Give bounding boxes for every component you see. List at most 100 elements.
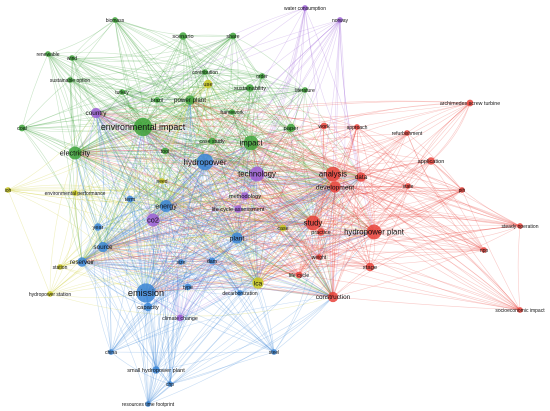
node-data[interactable] [356, 172, 366, 182]
node-use[interactable] [203, 79, 213, 89]
node-pih[interactable] [459, 187, 465, 193]
edge-electricity-lca [74, 152, 259, 284]
node-energy[interactable] [159, 199, 173, 213]
node-hydropower-plant[interactable] [366, 224, 382, 240]
edge-coal-scenario [21, 35, 184, 129]
edge-archimedes-screw-turbine-plant [236, 102, 471, 239]
node-stage[interactable] [365, 262, 375, 272]
node-ioh[interactable] [5, 187, 11, 193]
edge-year-development [97, 183, 336, 228]
node-need[interactable] [159, 178, 165, 184]
node-contribution[interactable] [202, 69, 208, 75]
node-literature[interactable] [302, 87, 308, 93]
node-impact[interactable] [243, 135, 259, 151]
node-life-cycle[interactable] [295, 271, 303, 279]
edge-dam-reservoir [81, 260, 213, 271]
node-analysis[interactable] [325, 166, 341, 182]
node-biomass[interactable] [112, 17, 118, 23]
node-water-consumption[interactable] [302, 5, 308, 11]
node-refurbishment[interactable] [404, 130, 410, 136]
node-small-hydropower-plant[interactable] [152, 366, 160, 374]
node-application[interactable] [427, 157, 435, 165]
node-resources-time-footprint[interactable] [145, 401, 151, 407]
node-term[interactable] [126, 195, 134, 203]
node-emission[interactable] [136, 283, 156, 303]
edge-term-reservoir [81, 198, 131, 263]
edge-approach-construction [332, 126, 358, 298]
edge-environmental-impact-plant [142, 126, 238, 239]
node-environmental-impact[interactable] [133, 117, 153, 137]
node-source[interactable] [97, 241, 109, 253]
node-work[interactable] [320, 122, 328, 130]
node-methodology[interactable] [241, 192, 249, 200]
node-capacity[interactable] [143, 302, 153, 312]
node-norway[interactable] [337, 17, 343, 23]
node-renewable[interactable] [45, 51, 51, 57]
node-construction[interactable] [327, 291, 339, 303]
node-station[interactable] [57, 264, 63, 270]
edge-size-development [180, 186, 336, 263]
edge-weight-technology [256, 173, 320, 258]
node-plant[interactable] [231, 232, 243, 244]
node-paper[interactable] [286, 123, 296, 133]
edge-pih-lca [257, 189, 463, 284]
node-type[interactable] [184, 283, 192, 291]
node-life-cycle-assessment[interactable] [234, 205, 242, 213]
node-weight[interactable] [316, 254, 322, 260]
edge-country-life-cycle-assessment [95, 112, 239, 210]
node-sustainable-option[interactable] [67, 77, 73, 83]
node-development[interactable] [329, 181, 341, 193]
node-case-study[interactable] [208, 137, 216, 145]
edge-state-electricity [74, 143, 409, 187]
node-state[interactable] [405, 183, 411, 189]
label-pih: pih [459, 188, 466, 194]
node-turkey[interactable] [119, 89, 125, 95]
node-scenario[interactable] [179, 32, 187, 40]
node-electricity[interactable] [68, 146, 82, 160]
node-npp[interactable] [481, 247, 487, 253]
node-climate-change[interactable] [176, 314, 184, 322]
edge-construction-lca [257, 282, 334, 298]
node-environmental-performance[interactable] [72, 190, 78, 196]
node-country[interactable] [90, 107, 102, 119]
edge-term-analysis [129, 173, 334, 200]
node-size[interactable] [178, 259, 184, 265]
node-case[interactable] [279, 224, 287, 232]
edge-order-data [261, 75, 362, 178]
node-technology[interactable] [249, 166, 265, 182]
edge-energy-development [165, 186, 336, 211]
edge-case-data [282, 176, 362, 229]
edge-approach-impact [250, 126, 358, 144]
node-power-plant[interactable] [185, 95, 195, 105]
node-year[interactable] [94, 223, 102, 231]
node-order[interactable] [259, 73, 265, 79]
node-approach[interactable] [354, 124, 360, 130]
node-china[interactable] [108, 349, 114, 355]
node-dam[interactable] [208, 257, 216, 265]
node-coal[interactable] [18, 124, 26, 132]
node-steel[interactable] [271, 349, 277, 355]
node-steady-operation[interactable] [517, 223, 523, 229]
node-wind[interactable] [69, 55, 75, 61]
edge-case-study-coal [21, 119, 213, 142]
node-chp[interactable] [167, 381, 173, 387]
edge-pih-analysis [332, 169, 463, 191]
node-hydropower-station[interactable] [47, 291, 53, 297]
label-data: data [355, 174, 368, 181]
node-sustainability[interactable] [246, 84, 254, 92]
edge-use-development [207, 83, 336, 188]
node-archimedes-screw-turbine[interactable] [466, 99, 474, 107]
node-study[interactable] [305, 215, 321, 231]
node-socioeconomic-impact[interactable] [517, 307, 523, 313]
node-tool[interactable] [161, 147, 169, 155]
node-framework[interactable] [229, 109, 235, 115]
node-reservoir[interactable] [77, 257, 87, 267]
node-lca[interactable] [252, 277, 264, 289]
node-practice[interactable] [317, 228, 325, 236]
node-co2[interactable] [146, 213, 160, 227]
node-hydropower[interactable] [196, 153, 214, 171]
node-brazil[interactable] [154, 97, 160, 103]
node-decarbonization[interactable] [237, 290, 243, 296]
node-share[interactable] [229, 32, 237, 40]
edge-application-life-cycle [298, 160, 432, 276]
